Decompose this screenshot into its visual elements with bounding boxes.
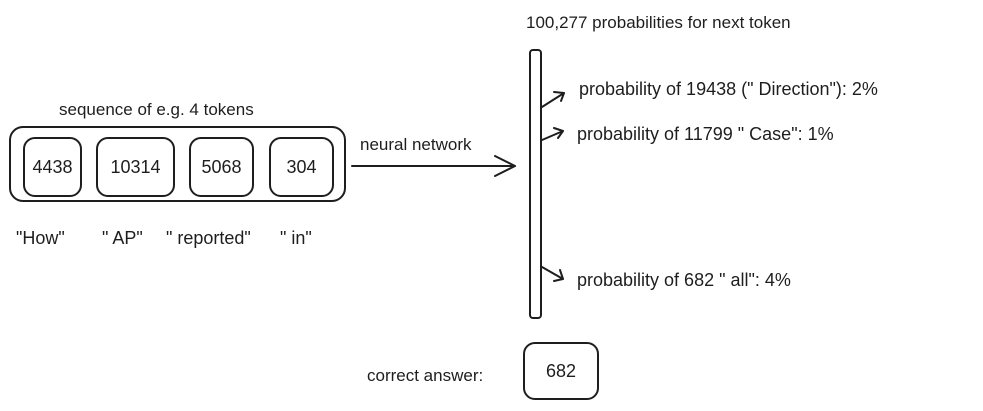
probabilities-title: 100,277 probabilities for next token [526,13,791,32]
token-box-304: 304 [269,137,334,197]
correct-answer-box: 682 [523,342,599,400]
output-arrow-2 [541,127,564,141]
token-text-in: " in" [280,228,312,248]
token-text-reported: " reported" [166,228,251,248]
token-sequence-box [9,126,346,202]
output-probability-direction: probability of 19438 (" Direction"): 2% [579,79,878,99]
token-text-how: "How" [16,228,65,248]
correct-answer-label: correct answer: [367,366,484,385]
output-arrow-1 [541,91,565,108]
token-text-ap: " AP" [102,228,143,248]
output-probability-case: probability of 11799 " Case": 1% [577,124,834,144]
token-box-4438: 4438 [23,137,82,197]
output-probability-all: probability of 682 " all": 4% [577,270,791,290]
network-arrow [351,155,516,177]
probability-vector-bar [529,49,542,319]
token-box-10314: 10314 [96,137,175,197]
neural-network-label: neural network [360,135,472,154]
sequence-label: sequence of e.g. 4 tokens [59,100,254,119]
token-box-5068: 5068 [189,137,254,197]
output-arrow-3 [541,266,564,282]
